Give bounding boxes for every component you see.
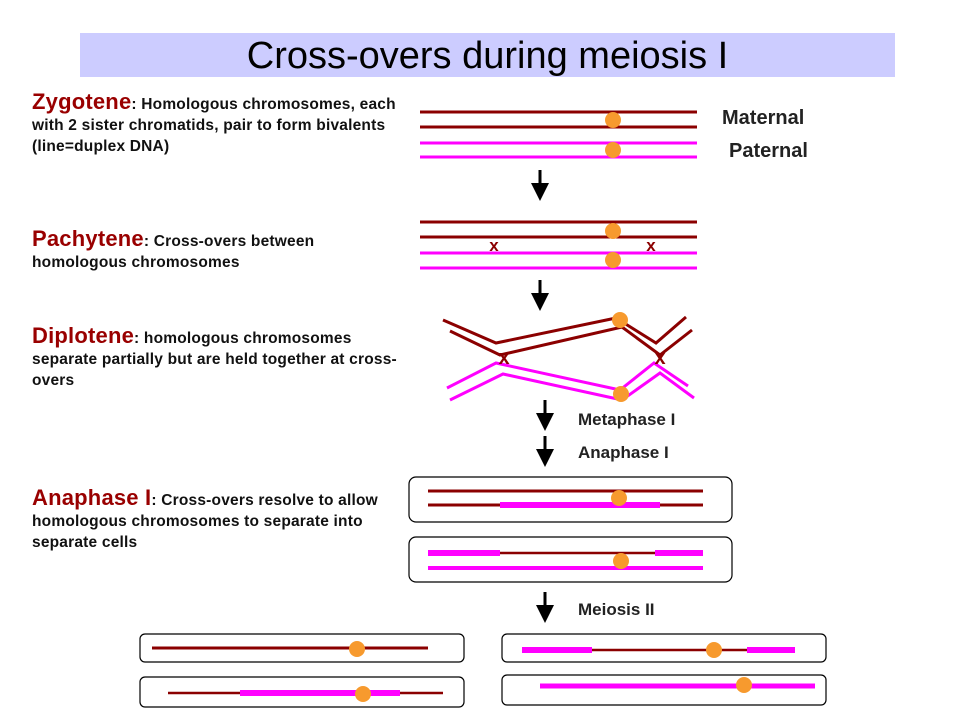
paternal-centromere <box>605 252 621 268</box>
step-meiosis2-label: Meiosis II <box>578 600 655 619</box>
meiosis2-cell-2 <box>139 676 465 708</box>
centromere <box>706 642 722 658</box>
centromere <box>355 686 371 702</box>
crossover-mark: x <box>489 236 499 255</box>
stage-anaphase-i: Anaphase I: Cross-overs resolve to allow… <box>32 487 402 553</box>
meiosis2-cell-4 <box>501 674 827 706</box>
cell-outline <box>501 674 827 706</box>
step-anaphase-label: Anaphase I <box>578 443 669 462</box>
crossover-mark: x <box>646 236 656 255</box>
stage-separator: : <box>131 96 142 113</box>
stage-description: homologous chromosomes separate partiall… <box>32 330 397 389</box>
crossover-mark: x <box>498 347 509 369</box>
cell-outline <box>408 476 733 523</box>
stage-name: Pachytene <box>32 226 144 251</box>
title-bar: Cross-overs during meiosis I <box>80 33 895 77</box>
stage-description: Cross-overs between homologous chromosom… <box>32 233 315 271</box>
paternal-centromere <box>605 142 621 158</box>
paternal-chromatid <box>449 371 695 402</box>
legend-paternal: Paternal <box>729 140 808 162</box>
centromere <box>613 553 629 569</box>
stage-name: Diplotene <box>32 323 135 348</box>
legend-maternal: Maternal <box>722 107 805 129</box>
cell-outline <box>501 633 827 663</box>
maternal-centromere <box>612 312 628 328</box>
meiosis2-cell-1 <box>139 633 465 663</box>
stage-description: Cross-overs resolve to allow homologous … <box>32 492 378 551</box>
paternal-chromatid <box>446 361 689 392</box>
stage-zygotene: Zygotene: Homologous chromosomes, each w… <box>32 91 402 157</box>
diplotene-bivalent: x x <box>442 312 695 402</box>
zygotene-bivalent <box>420 110 697 159</box>
stage-description: Homologous chromosomes, each with 2 sist… <box>32 96 396 155</box>
stage-name: Zygotene <box>32 89 132 114</box>
crossover-mark: x <box>654 347 665 369</box>
paternal-centromere <box>613 386 629 402</box>
stage-pachytene: Pachytene: Cross-overs between homologou… <box>32 228 402 273</box>
meiosis2-cell-3 <box>501 633 827 663</box>
stage-separator: : <box>151 492 162 509</box>
centromere <box>349 641 365 657</box>
pachytene-bivalent: x x <box>420 220 697 270</box>
anaphase-cell-maternal <box>408 476 733 523</box>
stage-separator: : <box>134 330 144 347</box>
cell-outline <box>408 536 733 583</box>
step-metaphase-label: Metaphase I <box>578 410 676 429</box>
maternal-centromere <box>605 223 621 239</box>
centromere <box>736 677 752 693</box>
page-title: Cross-overs during meiosis I <box>246 35 729 77</box>
stage-diplotene: Diplotene: homologous chromosomes separa… <box>32 325 402 391</box>
stage-separator: : <box>143 233 154 250</box>
anaphase-cell-paternal <box>408 536 733 583</box>
centromere <box>611 490 627 506</box>
stage-name: Anaphase I <box>32 485 152 510</box>
maternal-centromere <box>605 112 621 128</box>
